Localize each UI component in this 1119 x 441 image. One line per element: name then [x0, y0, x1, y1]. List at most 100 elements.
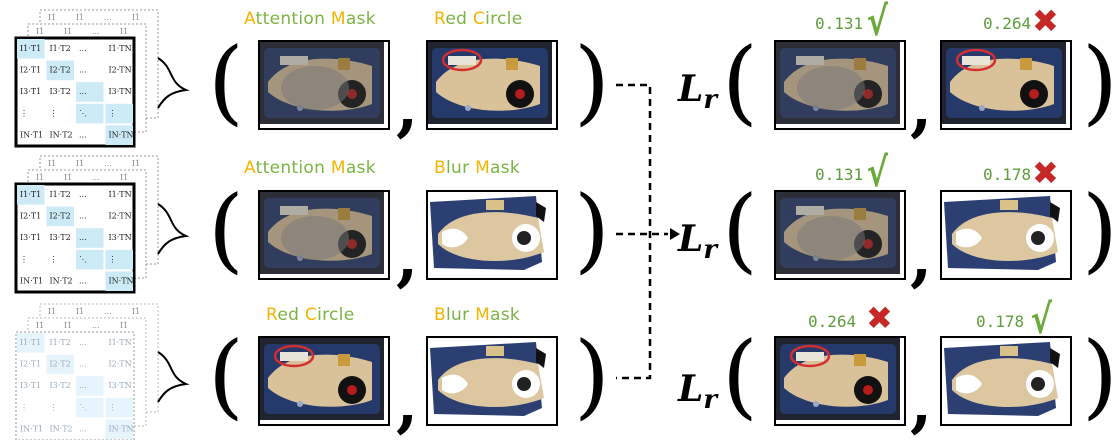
matrix-diagonal-cell — [105, 271, 133, 291]
matrix-cell: ⋮ — [20, 403, 28, 412]
matrix-header-cell: I1 — [76, 13, 84, 22]
matrix-header-cell: I1 — [132, 307, 140, 316]
matrix-cell: IN·TN — [109, 276, 134, 285]
matrix-cell: ⋮ — [50, 255, 58, 264]
matrix-cell: IN·T2 — [50, 276, 73, 285]
arrow-icon — [670, 228, 680, 240]
label-attention-mask: Attention Mask — [244, 158, 376, 178]
matrix-diagonal-cell — [76, 249, 104, 270]
cross-icon: ✖ — [866, 299, 893, 337]
matrix-diagonal-cell — [105, 103, 133, 124]
matrix-diagonal-cell — [105, 419, 133, 439]
matrix-cell: IN·T2 — [50, 424, 73, 433]
matrix-cell: I1·TN — [109, 338, 132, 347]
speech-tail — [157, 203, 190, 255]
matrix-diagonal-cell — [76, 103, 104, 124]
matrix-header-cell: I1 — [76, 159, 84, 168]
matrix-cell: I3·TN — [109, 233, 132, 242]
matrix-cell: IN·T1 — [20, 424, 43, 433]
connector-arrows — [616, 83, 680, 380]
matrix-diagonal-cell — [76, 376, 104, 396]
cross-icon: ✖ — [1032, 2, 1059, 40]
image-attention-mask — [774, 190, 906, 280]
comma: , — [910, 366, 933, 441]
matrix-cell: I3·T1 — [20, 381, 41, 390]
matrix-diagonal-cell — [76, 82, 104, 102]
matrix-cell: I2·T1 — [20, 66, 41, 75]
matrix-cell: IN·T1 — [20, 130, 43, 139]
score-value: 0.264 — [983, 14, 1032, 33]
matrix-diagonal-cell — [105, 125, 133, 145]
open-paren: ( — [722, 322, 758, 429]
speech-tail — [157, 57, 190, 109]
check-icon: √ — [866, 150, 889, 196]
matrix-cell: I2·T2 — [50, 360, 71, 369]
matrix-cell: ... — [79, 381, 87, 390]
matrix-cell: I1·T2 — [50, 190, 71, 199]
matrix-header-cell: I1 — [120, 173, 128, 182]
matrix-header-cell: I1 — [48, 13, 56, 22]
open-paren: ( — [208, 176, 244, 283]
matrix-cell: ... — [79, 130, 87, 139]
matrix-header-cell: I1 — [120, 321, 128, 330]
matrix-cell: ... — [79, 276, 87, 285]
matrix-cell: I1·TN — [109, 44, 132, 53]
matrix-cell: I2·TN — [109, 66, 132, 75]
matrix-cell: ... — [79, 190, 87, 199]
matrix-cell: ⋮ — [20, 109, 28, 118]
matrix-header-cell: I1 — [64, 173, 72, 182]
matrix-diagonal-cell — [17, 39, 45, 59]
check-icon: √ — [866, 0, 889, 45]
score-value: 0.131 — [815, 165, 864, 184]
close-paren: ) — [1082, 176, 1118, 283]
matrix-diagonal-cell — [17, 333, 45, 353]
matrix-cell: I1·T1 — [20, 44, 41, 53]
matrix-cell: IN·TN — [109, 130, 134, 139]
matrix-cell: ⋮ — [50, 109, 58, 118]
score-value: 0.264 — [808, 312, 857, 331]
matrix-header-cell: ... — [104, 13, 112, 22]
matrix-diagonal-cell — [76, 228, 104, 248]
matrix-cell: I3·TN — [109, 381, 132, 390]
matrix-header-cell: ... — [92, 173, 100, 182]
matrix-cell: I3·T1 — [20, 233, 41, 242]
loss-label: Lr — [678, 368, 718, 415]
comma: , — [396, 70, 419, 145]
matrix-cell: I2·TN — [109, 360, 132, 369]
close-paren: ) — [574, 28, 610, 135]
comma: , — [396, 366, 419, 441]
matrix-cell: I3·TN — [109, 87, 132, 96]
matrix-diagonal-cell — [46, 354, 74, 375]
close-paren: ) — [574, 176, 610, 283]
comma: , — [396, 220, 419, 295]
matrix-diagonal-cell — [17, 185, 45, 205]
matrix-cell: I2·TN — [109, 212, 132, 221]
matrix-cell: I1·T1 — [20, 190, 41, 199]
open-paren: ( — [722, 28, 758, 135]
image-red-circle — [258, 336, 390, 426]
matrix-cell: IN·T2 — [50, 130, 73, 139]
matrix-cell: ... — [79, 44, 87, 53]
matrix-header-cell: ... — [92, 321, 100, 330]
matrix-diagonal-cell — [46, 206, 74, 227]
score-value: 0.131 — [815, 14, 864, 33]
matrix-cell: ⋮ — [20, 255, 28, 264]
matrix-cell: I1·T2 — [50, 338, 71, 347]
open-paren: ( — [208, 28, 244, 135]
close-paren: ) — [574, 322, 610, 429]
matrix-header-cell: I1 — [64, 27, 72, 36]
label-red-circle: Red Circle — [266, 305, 355, 325]
matrix-header-cell: I1 — [48, 307, 56, 316]
matrix-cell: ⋮ — [109, 255, 117, 264]
matrix-cell: I3·T2 — [50, 87, 71, 96]
matrix-cell: IN·TN — [109, 424, 134, 433]
image-red-circle — [774, 336, 906, 426]
image-blur-mask — [940, 190, 1072, 280]
matrix-diagonal-cell — [46, 60, 74, 81]
image-attention-mask — [774, 40, 906, 130]
matrix-cell: ... — [79, 338, 87, 347]
matrix-cell: ⋮ — [109, 403, 117, 412]
image-blur-mask — [426, 190, 558, 280]
matrix-cell: ... — [79, 66, 87, 75]
matrix-cell: ... — [79, 212, 87, 221]
